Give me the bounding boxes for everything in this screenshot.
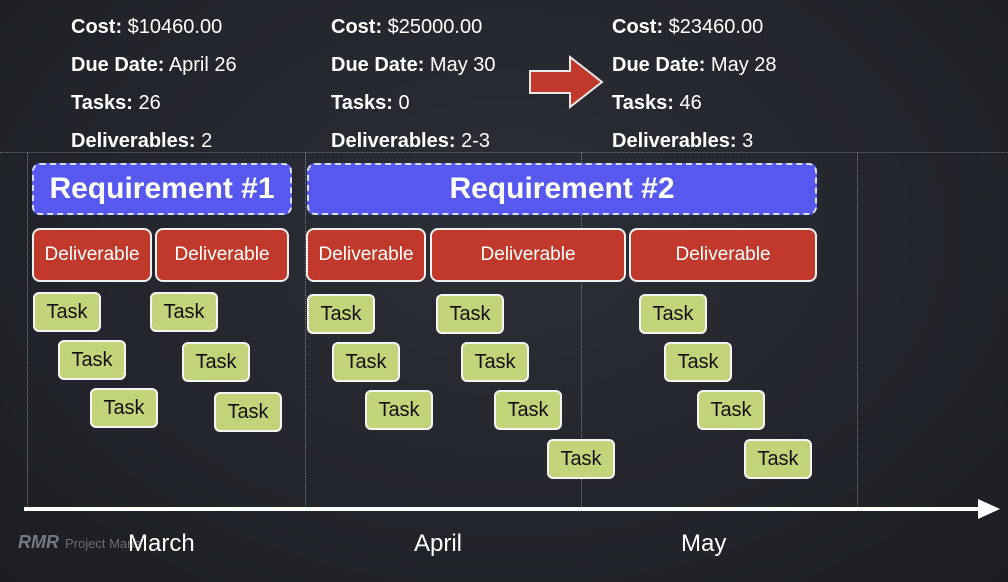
tasks-label: Tasks: bbox=[331, 92, 393, 114]
cost-value: $10460.00 bbox=[127, 16, 223, 38]
deliverables-row: Deliverables: 2 bbox=[71, 122, 237, 160]
due-date-row: Due Date: April 26 bbox=[71, 46, 237, 84]
deliverables-value: 2 bbox=[201, 130, 213, 152]
task: Task bbox=[494, 390, 562, 430]
task: Task bbox=[365, 390, 433, 430]
stats-revised: Cost: $23460.00 Due Date: May 28 Tasks: … bbox=[612, 8, 777, 160]
task: Task bbox=[664, 342, 732, 382]
stats-requirement-1: Cost: $10460.00 Due Date: April 26 Tasks… bbox=[71, 8, 237, 160]
task: Task bbox=[90, 388, 158, 428]
logo-text: Project Mana bbox=[65, 536, 142, 551]
task: Task bbox=[461, 342, 529, 382]
cost-label: Cost: bbox=[331, 16, 383, 38]
task: Task bbox=[150, 292, 218, 332]
tasks-row: Tasks: 26 bbox=[71, 84, 237, 122]
due-date-label: Due Date: bbox=[612, 54, 706, 76]
tasks-label: Tasks: bbox=[71, 92, 133, 114]
tasks-value: 26 bbox=[138, 92, 161, 114]
task: Task bbox=[697, 390, 765, 430]
tasks-value: 0 bbox=[398, 92, 410, 114]
watermark-logo: RMR Project Mana bbox=[18, 532, 142, 553]
tasks-row: Tasks: 0 bbox=[331, 84, 496, 122]
deliverables-label: Deliverables: bbox=[331, 130, 456, 152]
tasks-value: 46 bbox=[679, 92, 702, 114]
deliverables-label: Deliverables: bbox=[71, 130, 196, 152]
logo-mark: RMR bbox=[18, 532, 59, 552]
cost-row: Cost: $23460.00 bbox=[612, 8, 777, 46]
deliverable: Deliverable bbox=[629, 228, 817, 282]
deliverables-row: Deliverables: 2-3 bbox=[331, 122, 496, 160]
red-right-arrow-icon bbox=[529, 55, 604, 109]
month-label-april: April bbox=[414, 530, 463, 557]
task: Task bbox=[214, 392, 282, 432]
due-date-value: April 26 bbox=[168, 54, 237, 76]
deliverable: Deliverable bbox=[155, 228, 289, 282]
deliverables-value: 2-3 bbox=[461, 130, 490, 152]
requirement-1: Requirement #1 bbox=[32, 163, 292, 215]
month-label-may: May bbox=[681, 530, 727, 557]
due-date-value: May 30 bbox=[429, 54, 496, 76]
cost-label: Cost: bbox=[71, 16, 123, 38]
cost-label: Cost: bbox=[612, 16, 664, 38]
deliverable: Deliverable bbox=[306, 228, 426, 282]
grid-line-april-start bbox=[305, 152, 306, 508]
cost-row: Cost: $25000.00 bbox=[331, 8, 496, 46]
task: Task bbox=[307, 294, 375, 334]
deliverables-row: Deliverables: 3 bbox=[612, 122, 777, 160]
task: Task bbox=[547, 439, 615, 479]
due-date-label: Due Date: bbox=[71, 54, 165, 76]
deliverables-value: 3 bbox=[742, 130, 754, 152]
grid-line-mid-april bbox=[581, 152, 582, 508]
task: Task bbox=[436, 294, 504, 334]
grid-top-line bbox=[0, 152, 1008, 153]
requirement-2: Requirement #2 bbox=[307, 163, 817, 215]
cost-value: $23460.00 bbox=[668, 16, 764, 38]
tasks-label: Tasks: bbox=[612, 92, 674, 114]
cost-row: Cost: $10460.00 bbox=[71, 8, 237, 46]
stats-requirement-2: Cost: $25000.00 Due Date: May 30 Tasks: … bbox=[331, 8, 496, 160]
task: Task bbox=[33, 292, 101, 332]
grid-line-march-start bbox=[27, 152, 28, 508]
task: Task bbox=[744, 439, 812, 479]
task: Task bbox=[332, 342, 400, 382]
task: Task bbox=[639, 294, 707, 334]
due-date-label: Due Date: bbox=[331, 54, 425, 76]
tasks-row: Tasks: 46 bbox=[612, 84, 777, 122]
due-date-row: Due Date: May 28 bbox=[612, 46, 777, 84]
grid-line-may-end bbox=[857, 152, 858, 508]
task: Task bbox=[182, 342, 250, 382]
due-date-value: May 28 bbox=[710, 54, 777, 76]
deliverables-label: Deliverables: bbox=[612, 130, 737, 152]
timeline-axis-arrow bbox=[24, 499, 1000, 519]
due-date-row: Due Date: May 30 bbox=[331, 46, 496, 84]
task: Task bbox=[58, 340, 126, 380]
month-label-march: March bbox=[128, 530, 195, 557]
deliverable: Deliverable bbox=[430, 228, 626, 282]
cost-value: $25000.00 bbox=[387, 16, 483, 38]
deliverable: Deliverable bbox=[32, 228, 152, 282]
